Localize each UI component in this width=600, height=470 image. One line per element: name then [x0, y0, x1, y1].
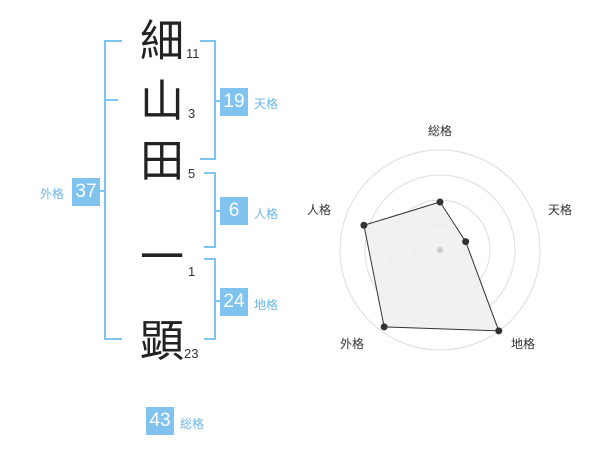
name-char-5: 顕 [140, 316, 184, 367]
radar-axis-label-tenkaku: 天格 [548, 203, 573, 217]
stroke-count-4: 1 [188, 264, 196, 279]
name-char-3: 田 [140, 136, 184, 187]
soukaku-badge: 43 [146, 407, 174, 435]
fortune-radar-chart [339, 149, 541, 351]
radar-axis-label-jinkaku: 人格 [307, 203, 332, 217]
stroke-count-1: 11 [186, 46, 200, 61]
radar-point-3 [380, 323, 388, 331]
gaikaku-badge: 37 [72, 178, 100, 206]
radar-axis-label-chikaku: 地格 [511, 337, 536, 351]
chikaku-label: 地格 [254, 298, 279, 312]
radar-axis-label-gaikaku: 外格 [340, 337, 365, 351]
name-char-2: 山 [140, 76, 184, 127]
radar-ring-4 [339, 149, 541, 351]
radar-value-polygon [363, 201, 500, 332]
tenkaku-label: 天格 [254, 97, 279, 111]
radar-point-1 [462, 238, 470, 246]
radar-center-dot [437, 247, 443, 253]
radar-axis-label-soukaku: 総格 [428, 124, 453, 138]
chikaku-bracket-tick [214, 300, 222, 302]
stroke-count-5: 23 [184, 346, 199, 361]
chikaku-badge: 24 [220, 288, 248, 316]
name-char-4: 一 [140, 232, 184, 283]
jinkaku-bracket-tick [214, 210, 222, 212]
tenkaku-bracket-tick [214, 100, 222, 102]
jinkaku-badge: 6 [220, 197, 248, 225]
name-char-1: 細 [140, 16, 184, 67]
gaikaku-bracket-tick [104, 99, 118, 101]
tenkaku-badge: 19 [220, 88, 248, 116]
stroke-count-2: 3 [188, 106, 196, 121]
jinkaku-label: 人格 [254, 207, 279, 221]
gaikaku-bracket [104, 40, 122, 340]
radar-point-0 [436, 198, 444, 206]
soukaku-label: 総格 [180, 417, 205, 431]
stroke-count-3: 5 [188, 166, 196, 181]
radar-point-2 [495, 327, 503, 335]
radar-point-4 [360, 221, 368, 229]
chikaku-bracket [204, 258, 216, 340]
gaikaku-label: 外格 [40, 187, 65, 201]
